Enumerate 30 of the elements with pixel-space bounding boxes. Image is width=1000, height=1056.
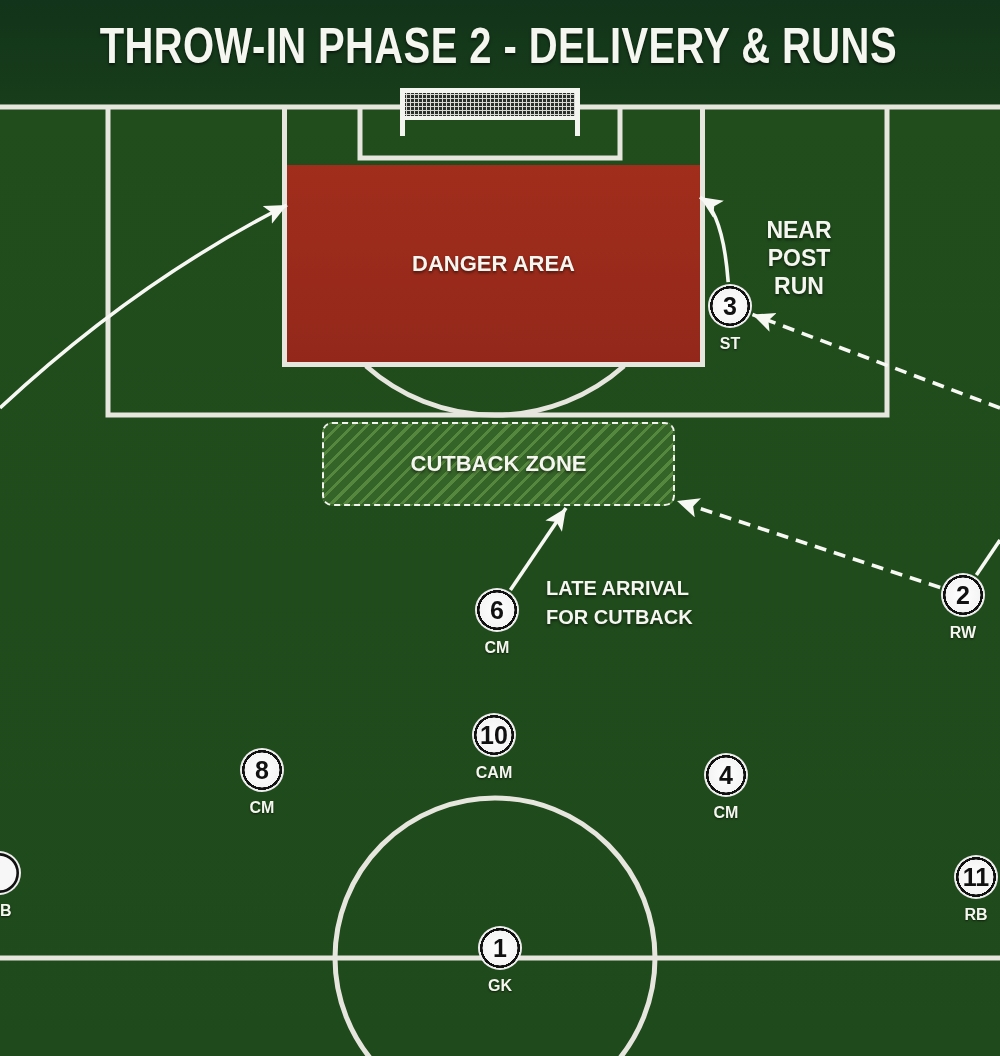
position-label: CM: [713, 804, 739, 822]
player-disc: 2: [941, 573, 985, 617]
position-label: CM: [484, 639, 510, 657]
line: [974, 539, 1000, 577]
arrow: [508, 507, 568, 592]
dashed-arrow: [676, 498, 941, 590]
dashed-arrow: [751, 312, 1000, 410]
player-disc: 10: [472, 713, 516, 757]
position-label: CM: [249, 799, 275, 817]
position-label: CAM: [475, 764, 513, 782]
arrow: [0, 203, 288, 410]
player-disc: 3: [708, 284, 752, 328]
annotation: NEAR POST RUN: [765, 216, 833, 300]
player-disc: 4: [704, 753, 748, 797]
player-disc: 1: [478, 926, 522, 970]
position-label: RB: [964, 906, 988, 924]
player-disc: 6: [475, 588, 519, 632]
position-label: ST: [719, 335, 741, 353]
zone-label: CUTBACK ZONE: [410, 451, 587, 477]
highlighted-area: [287, 165, 700, 362]
position-label: RW: [949, 624, 977, 642]
title: THROW-IN PHASE 2 - DELIVERY & RUNS: [99, 17, 897, 76]
annotation: LATE ARRIVAL FOR CUTBACK: [546, 576, 694, 630]
hatched-zone: [322, 422, 675, 506]
player-disc: 8: [240, 748, 284, 792]
zone-label: DANGER AREA: [412, 250, 575, 277]
position-label: B: [0, 902, 12, 920]
arrow: [698, 195, 730, 283]
position-label: GK: [488, 977, 512, 995]
player-disc: 11: [954, 855, 998, 899]
